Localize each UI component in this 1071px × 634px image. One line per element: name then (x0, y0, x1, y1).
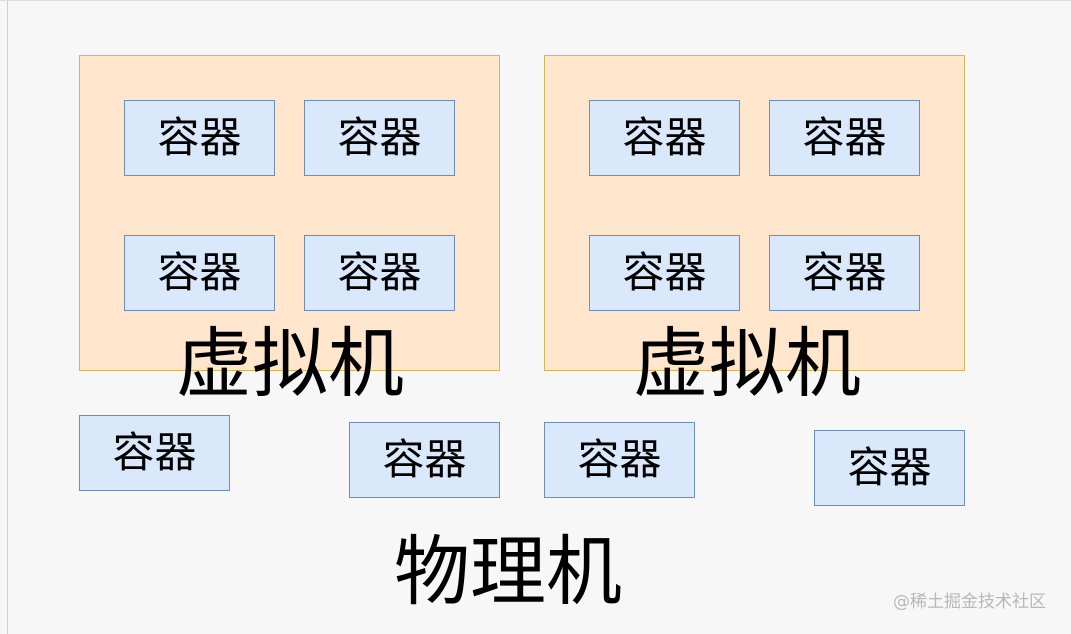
virtual-machine-1-label: 虚拟机 (176, 319, 404, 408)
vm2-container-4: 容器 (769, 235, 920, 311)
vm1-container-4: 容器 (304, 235, 455, 311)
top-guide-line (0, 0, 1071, 1)
physical-machine-label: 物理机 (394, 527, 622, 616)
vm1-container-1: 容器 (124, 100, 275, 176)
virtual-machine-2: 容器 容器 容器 容器 (544, 55, 965, 371)
virtual-machine-2-label: 虚拟机 (633, 319, 861, 408)
vm1-container-3: 容器 (124, 235, 275, 311)
vm1-container-2: 容器 (304, 100, 455, 176)
watermark-text: @稀土掘金技术社区 (893, 592, 1046, 612)
virtual-machine-1: 容器 容器 容器 容器 (79, 55, 500, 371)
vm2-container-3: 容器 (589, 235, 740, 311)
left-guide-line (7, 0, 8, 634)
host-container-1: 容器 (79, 415, 230, 491)
host-container-3: 容器 (544, 422, 695, 498)
host-container-2: 容器 (349, 422, 500, 498)
host-container-4: 容器 (814, 430, 965, 506)
vm2-container-2: 容器 (769, 100, 920, 176)
vm2-container-1: 容器 (589, 100, 740, 176)
